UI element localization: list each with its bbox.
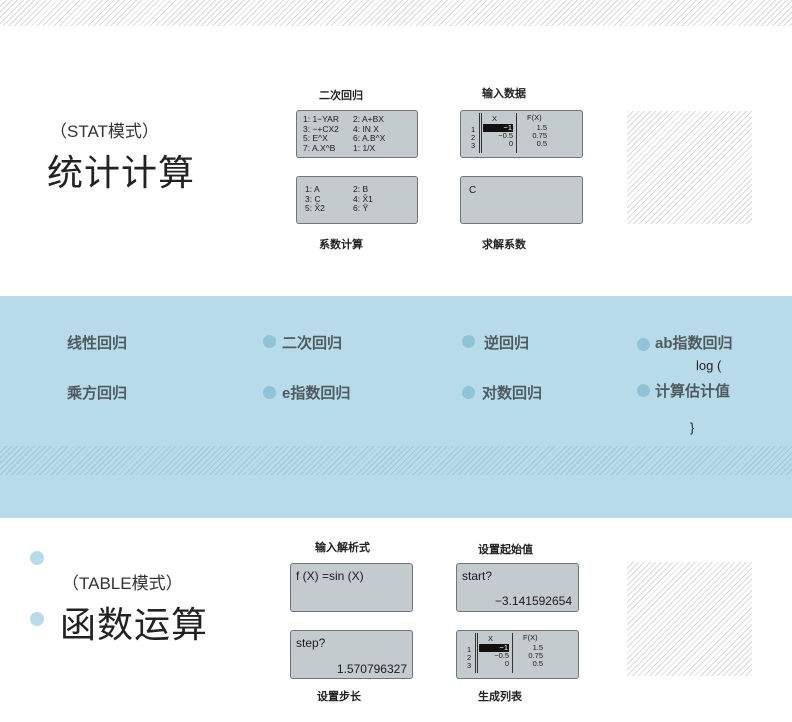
reg-item-1: 1: 1−YAR: [303, 114, 339, 124]
reg-item-6: 6: A.B^X: [353, 133, 386, 143]
bullet-dot: [462, 386, 475, 399]
stat-title: 统计计算: [47, 152, 196, 193]
row-number: 1: [471, 125, 476, 134]
option-e-exponential-regression: e指数回归: [282, 385, 351, 402]
selected-cell: −1: [479, 644, 509, 652]
reg-item-2: 2: A+BX: [353, 114, 384, 124]
decor-dot: [30, 551, 44, 565]
solve-screen: C: [460, 176, 583, 224]
x-cell: −0.5: [494, 651, 509, 660]
decor-dot: [30, 612, 44, 626]
table-divider: [512, 633, 513, 673]
reg-item-5: 5: E^X: [303, 133, 328, 143]
input-data-screen: X F(X) 1 2 3 −1 −0.5 0 1.5 0.75 0.5: [460, 110, 583, 158]
reg-item-7: 7: A.X^B: [303, 142, 336, 153]
caption-step: 设置步长: [317, 691, 361, 703]
brace-text: }: [690, 420, 695, 435]
reg-item-3: 3: −+CX2: [303, 123, 339, 134]
bullet-dot: [462, 335, 475, 348]
caption-list: 生成列表: [478, 691, 522, 703]
table-divider: [516, 113, 517, 153]
row-number: 3: [471, 141, 476, 150]
stat-mode-label: （STAT模式）: [50, 122, 159, 141]
bullet-dot: [637, 384, 650, 397]
table-divider: [475, 633, 476, 673]
regression-screen: 1: 1−YAR 3: −+CX2 5: E^X 7: A.X^B 2: A+B…: [296, 110, 418, 158]
option-linear-regression: 线性回归: [67, 335, 128, 352]
fx-cell: 0.75: [532, 131, 547, 140]
options-band: [0, 296, 792, 446]
table-title: 函数运算: [60, 604, 209, 645]
row-number: 1: [467, 645, 472, 654]
coefficient-screen: 1: A 3: C 5: X̂2 2: B 4: X̂1 6: Ŷ: [296, 176, 418, 224]
option-ab-exponential-regression: ab指数回归: [655, 335, 733, 352]
step-screen: step? 1.570796327: [290, 630, 413, 679]
col-x-header: X: [492, 114, 498, 123]
x-cell: −0.5: [498, 131, 513, 140]
x-cell: 0: [508, 139, 513, 148]
col-fx-header: F(X): [527, 113, 542, 122]
decor-hatch-box: [627, 111, 752, 224]
list-screen: X F(X) 1 2 3 −1 −0.5 0 1.5 0.75 0.5: [456, 630, 579, 679]
table-divider: [477, 633, 478, 673]
selected-cell: −1: [483, 124, 513, 132]
fx-cell: 0.5: [536, 139, 547, 148]
row-number: 3: [467, 661, 472, 670]
log-text: log (: [696, 358, 722, 373]
top-hatch-strip: [0, 0, 792, 26]
coef-item-1: 1: A: [305, 184, 320, 194]
reg-item-4: 4: IN X: [353, 123, 379, 134]
fx-cell: 1.5: [532, 643, 543, 652]
step-value: 1.570796327: [336, 662, 407, 676]
caption-coefficient: 系数计算: [319, 239, 363, 251]
coef-item-2: 2: B: [353, 184, 369, 194]
coef-item-5: 5: X̂2: [305, 203, 325, 213]
bullet-dot: [263, 335, 276, 348]
coef-item-6: 6: Ŷ: [353, 203, 369, 213]
table-mode-label: （TABLE模式）: [62, 574, 183, 593]
reg-item-8: 1: 1/X: [353, 142, 376, 153]
solve-text: C: [469, 185, 477, 196]
fx-cell: 0.75: [528, 651, 543, 660]
caption-start: 设置起始值: [478, 544, 533, 556]
row-number: 2: [467, 653, 472, 662]
decor-hatch-box: [627, 562, 752, 676]
caption-regression: 二次回归: [319, 90, 363, 102]
start-value: −3.141592654: [494, 594, 572, 608]
bullet-dot: [263, 386, 276, 399]
x-cell: 0: [504, 659, 509, 668]
options-band-bottom: [0, 475, 792, 518]
start-prompt: start?: [462, 569, 493, 583]
caption-solve: 求解系数: [482, 239, 526, 251]
col-fx-header: F(X): [523, 633, 538, 642]
bullet-dot: [637, 338, 650, 351]
option-estimate-value: 计算估计值: [655, 383, 731, 400]
band-hatch-strip: [0, 446, 792, 475]
table-divider: [481, 113, 482, 153]
caption-expression: 输入解析式: [315, 542, 370, 554]
option-quadratic-regression: 二次回归: [282, 335, 343, 352]
option-power-regression: 乘方回归: [67, 385, 128, 402]
coef-item-4: 4: X̂1: [353, 193, 373, 204]
start-screen: start? −3.141592654: [456, 563, 579, 612]
fx-cell: 1.5: [536, 123, 547, 132]
option-inverse-regression: 逆回归: [484, 335, 530, 352]
row-number: 2: [471, 133, 476, 142]
caption-input-data: 输入数据: [482, 88, 526, 100]
col-x-header: X: [488, 634, 494, 643]
fx-cell: 0.5: [532, 659, 543, 668]
coef-item-3: 3: C: [305, 193, 321, 204]
option-logarithmic-regression: 对数回归: [482, 385, 543, 402]
table-divider: [479, 113, 480, 153]
expression-screen: f (X) =sin (X): [290, 563, 413, 612]
step-prompt: step?: [296, 636, 326, 650]
expression-text: f (X) =sin (X): [296, 569, 364, 583]
